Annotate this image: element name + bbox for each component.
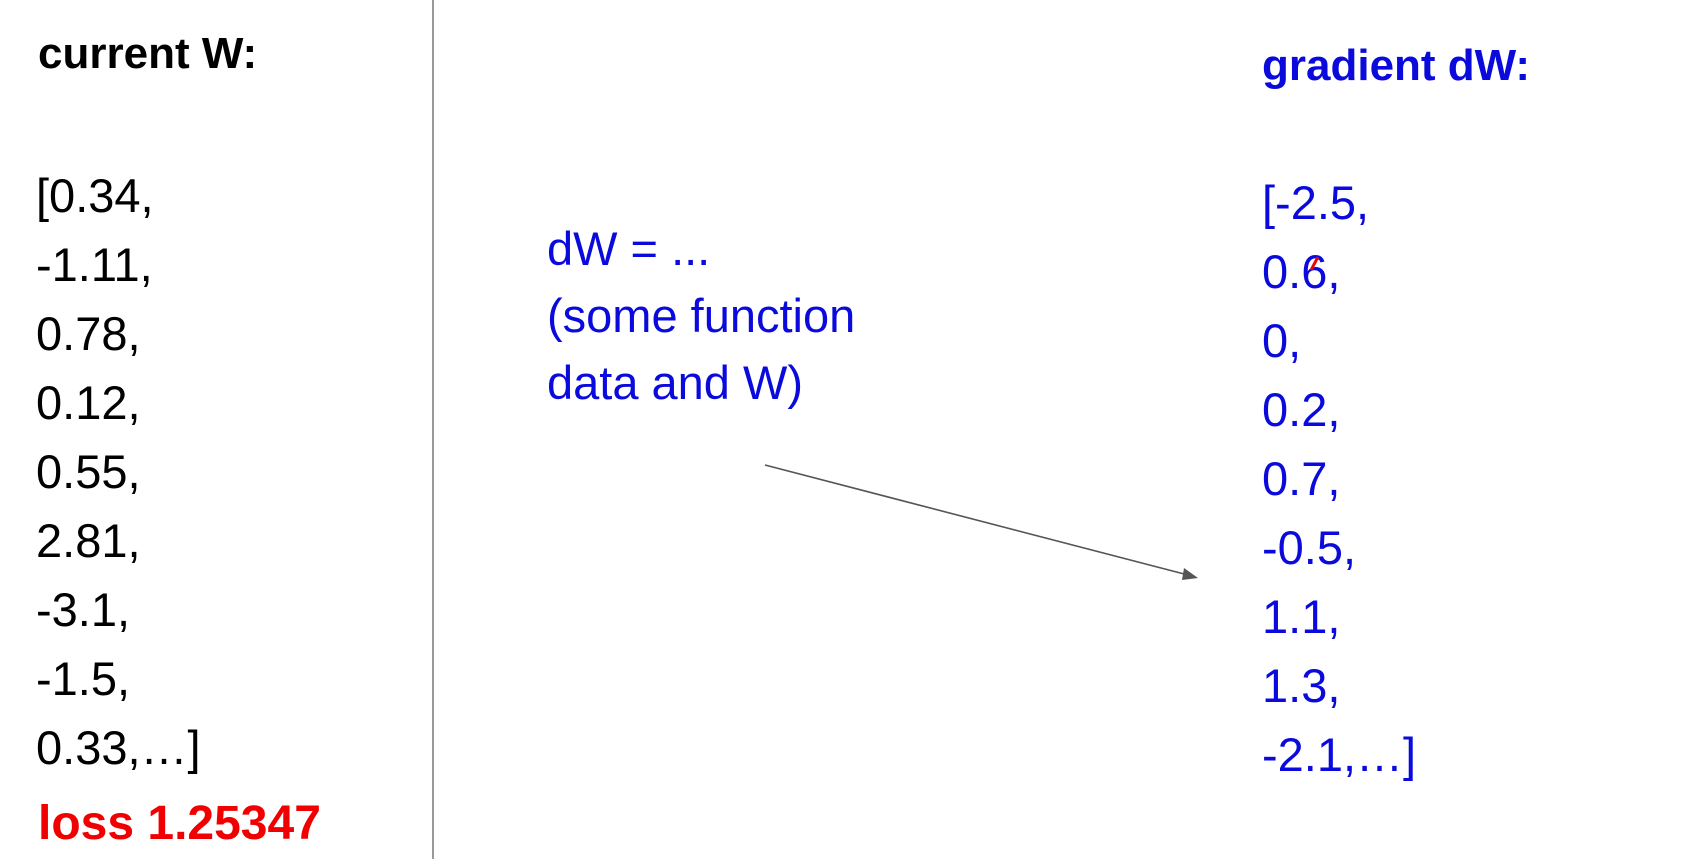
dw-value: 0.6, [1262, 245, 1341, 298]
dw-value: 1.3, [1262, 659, 1341, 712]
dw-value: -2.1,…] [1262, 728, 1417, 781]
w-value: -1.11, [36, 238, 153, 291]
w-value: 2.81, [36, 514, 141, 567]
w-value: 0.78, [36, 307, 141, 360]
dw-value: -0.5, [1262, 521, 1357, 574]
dw-value: [-2.5, [1262, 176, 1370, 229]
arrow-line [764, 464, 1189, 576]
w-value: -3.1, [36, 583, 131, 636]
w-value: -1.5, [36, 652, 131, 705]
current-w-values: [0.34, -1.11, 0.78, 0.12, 0.55, 2.81, -3… [36, 161, 201, 782]
gradient-dw-values: [-2.5, 0.6, 0, 0.2, 0.7, -0.5, 1.1, 1.3,… [1262, 168, 1416, 789]
gradient-formula: dW = ... (some function data and W) [547, 215, 855, 416]
w-value: 0.12, [36, 376, 141, 429]
formula-line: dW = ... [547, 222, 711, 275]
formula-line: (some function [547, 289, 856, 342]
loss-label: loss 1.25347 [38, 797, 321, 850]
formula-line: data and W) [547, 356, 804, 409]
w-value: 0.55, [36, 445, 141, 498]
w-value: [0.34, [36, 169, 154, 222]
dw-value: 0, [1262, 314, 1302, 367]
dw-value: 1.1, [1262, 590, 1341, 643]
w-value: 0.33,…] [36, 721, 201, 774]
arrow-head-icon [1182, 568, 1198, 580]
dw-value: 0.2, [1262, 383, 1341, 436]
column-divider [432, 0, 434, 859]
current-w-title: current W: [38, 29, 258, 78]
dw-value: 0.7, [1262, 452, 1341, 505]
gradient-dw-title: gradient dW: [1262, 41, 1531, 90]
